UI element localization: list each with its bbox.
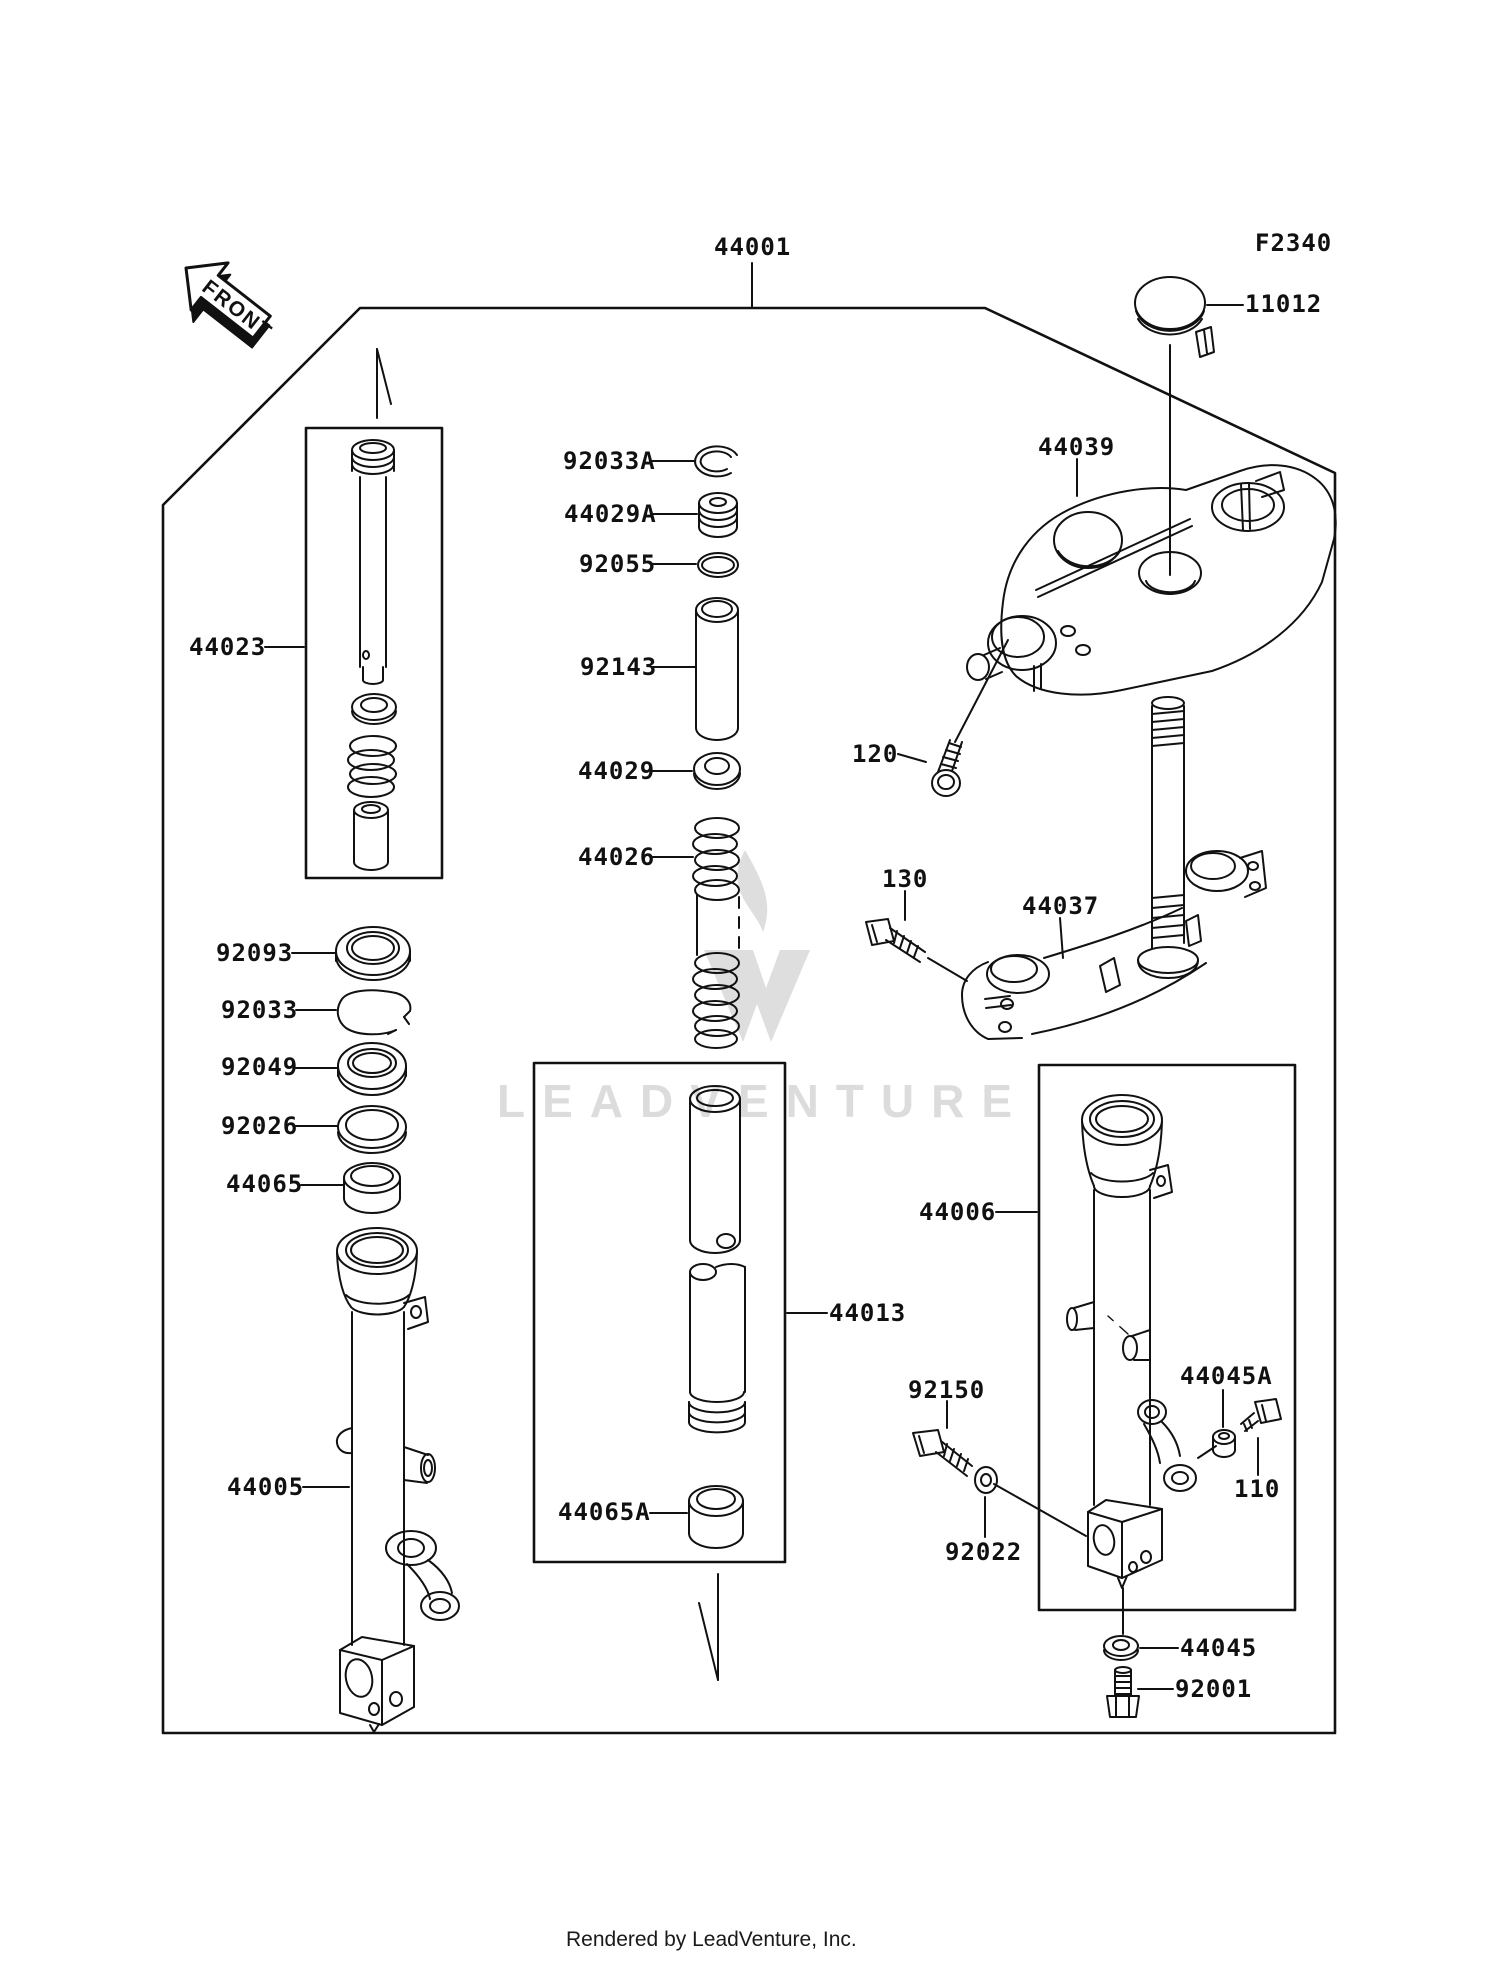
box-44013 — [532, 1061, 787, 1564]
part-92033-retaining-ring — [336, 989, 412, 1036]
part-92022-washer — [974, 1466, 998, 1494]
part-label-44006[interactable]: 44006 — [919, 1198, 997, 1226]
part-44006-fork-leg — [1066, 1094, 1197, 1589]
part-label-92001[interactable]: 92001 — [1175, 1675, 1253, 1703]
part-44065A-bushing — [688, 1485, 744, 1549]
part-label-44045A[interactable]: 44045A — [1180, 1362, 1273, 1390]
part-92001-bolt — [1106, 1666, 1140, 1718]
part-11012-cap — [1134, 276, 1215, 358]
part-label-130[interactable]: 130 — [882, 865, 929, 893]
part-label-120[interactable]: 120 — [852, 740, 899, 768]
part-label-44065A[interactable]: 44065A — [558, 1498, 651, 1526]
part-label-11012[interactable]: 11012 — [1245, 290, 1323, 318]
part-130-bolt — [865, 918, 926, 963]
part-44005-fork-leg — [335, 1227, 460, 1733]
part-44029A-piston — [698, 492, 738, 538]
part-92143-collar — [695, 597, 739, 741]
part-label-92093[interactable]: 92093 — [216, 939, 294, 967]
part-label-44026[interactable]: 44026 — [578, 843, 656, 871]
part-label-44023[interactable]: 44023 — [189, 633, 267, 661]
box-44023 — [304, 426, 444, 880]
diagram-code: F2340 — [1255, 229, 1333, 257]
part-label-44029[interactable]: 44029 — [578, 757, 656, 785]
part-92033A-snap-ring — [694, 445, 738, 478]
footer-credit: Rendered by LeadVenture, Inc. — [566, 1928, 857, 1951]
part-110-bolt — [1240, 1398, 1282, 1432]
part-44065-bushing — [343, 1162, 401, 1214]
part-44029-washer — [693, 752, 741, 790]
pointer-arrow-up — [376, 348, 392, 419]
assembly-outline-box — [161, 306, 1337, 1735]
part-92093-dust-seal — [335, 926, 411, 981]
part-44045-washer — [1103, 1635, 1139, 1661]
watermark-text: LEADVENTURE — [497, 1075, 1029, 1127]
part-120-bolt — [931, 739, 963, 797]
part-92150-bolt — [912, 1429, 973, 1477]
front-arrow: FRONT — [184, 261, 277, 349]
part-label-92049[interactable]: 92049 — [221, 1053, 299, 1081]
part-label-44001[interactable]: 44001 — [714, 233, 792, 261]
part-44039-upper-clamp — [966, 464, 1337, 696]
part-label-92033A[interactable]: 92033A — [563, 447, 656, 475]
part-label-110[interactable]: 110 — [1234, 1475, 1281, 1503]
part-92049-oil-seal — [337, 1042, 407, 1096]
part-44037-lower-clamp — [961, 696, 1267, 1040]
part-92026-spacer-ring — [337, 1105, 407, 1154]
box-44006 — [1037, 1063, 1297, 1612]
part-label-92022[interactable]: 92022 — [945, 1538, 1023, 1566]
part-label-44005[interactable]: 44005 — [227, 1473, 305, 1501]
part-92055-o-ring — [697, 552, 739, 578]
part-label-92033[interactable]: 92033 — [221, 996, 299, 1024]
part-label-44037[interactable]: 44037 — [1022, 892, 1100, 920]
leadventure-watermark: LEADVENTURE — [497, 850, 1029, 1127]
part-label-92055[interactable]: 92055 — [579, 550, 657, 578]
pointer-arrow-down — [698, 1573, 719, 1681]
part-label-92026[interactable]: 92026 — [221, 1112, 299, 1140]
part-label-44065[interactable]: 44065 — [226, 1170, 304, 1198]
part-44013-cylinder-unit — [688, 1085, 746, 1434]
part-label-44013[interactable]: 44013 — [829, 1299, 907, 1327]
part-44026-spring — [692, 817, 740, 1049]
part-label-44029A[interactable]: 44029A — [564, 500, 657, 528]
part-44023-damper-rod — [347, 439, 397, 871]
part-label-44039[interactable]: 44039 — [1038, 433, 1116, 461]
part-label-92150[interactable]: 92150 — [908, 1376, 986, 1404]
part-label-44045[interactable]: 44045 — [1180, 1634, 1258, 1662]
part-label-92143[interactable]: 92143 — [580, 653, 658, 681]
part-44045A-nut — [1212, 1429, 1236, 1458]
